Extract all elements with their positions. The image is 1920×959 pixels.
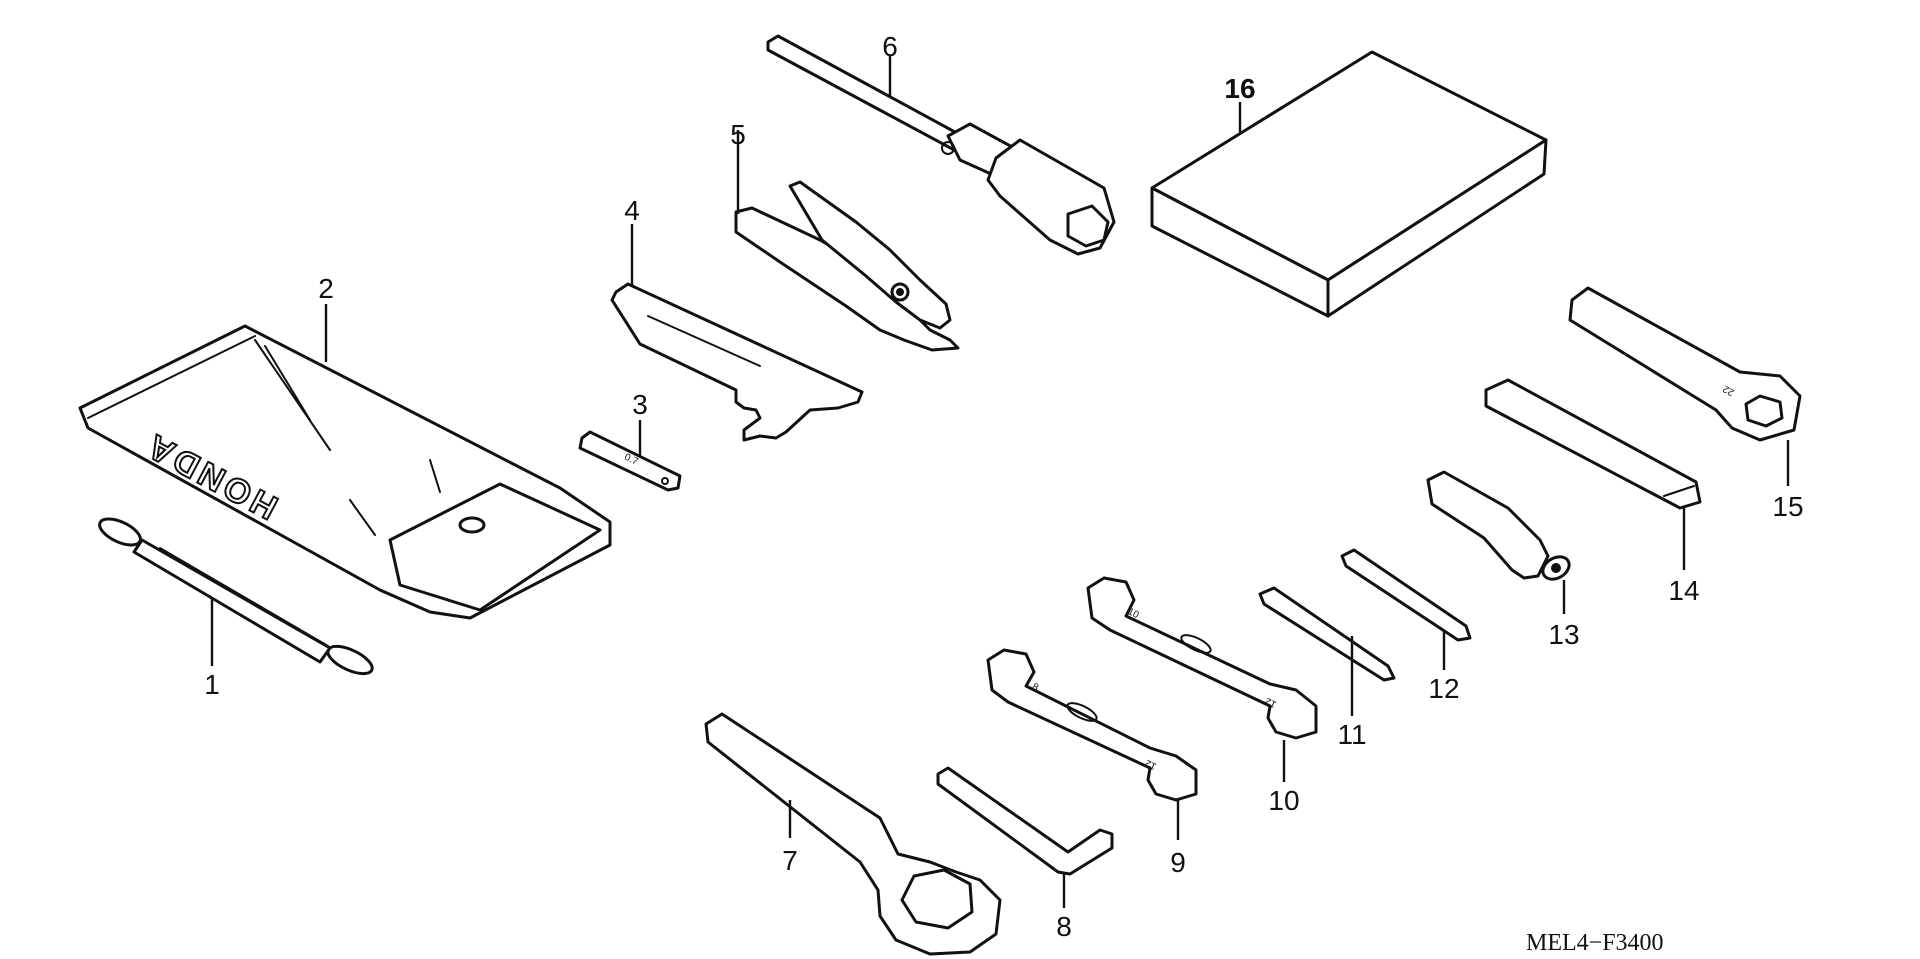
callout-8: 8 xyxy=(1056,911,1072,942)
callout-6: 6 xyxy=(882,31,898,62)
callout-1: 1 xyxy=(204,669,220,700)
callout-2: 2 xyxy=(318,273,334,304)
part-15-ring-spanner: 22 xyxy=(1568,286,1802,442)
part-6-plug-wrench xyxy=(766,34,1116,256)
part-2-tool-bag: HONDA xyxy=(78,324,612,620)
callout-11: 11 xyxy=(1337,719,1366,750)
part-14-extension-bar xyxy=(1484,378,1702,510)
part-13-screwdriver-handle xyxy=(1426,470,1571,581)
callout-16: 16 xyxy=(1224,73,1255,104)
callout-10: 10 xyxy=(1268,785,1299,816)
part-4-pin-spanner xyxy=(610,282,864,442)
part-9-open-wrench: 8 12 xyxy=(986,648,1198,802)
open-wrench-9-stamp-b: 12 xyxy=(1143,757,1158,772)
part-8-hex-key xyxy=(936,766,1114,876)
callout-15: 15 xyxy=(1772,491,1803,522)
part-3-feeler-gauge: 0.7 xyxy=(578,430,682,492)
callout-5: 5 xyxy=(730,119,746,150)
callout-12: 12 xyxy=(1428,673,1459,704)
part-5-pliers xyxy=(734,180,960,352)
open-wrench-10-stamp-a: 10 xyxy=(1126,606,1141,621)
part-10-open-wrench: 10 12 xyxy=(1086,576,1318,740)
part-16-manual xyxy=(1150,50,1548,318)
callout-4: 4 xyxy=(624,195,640,226)
callout-13: 13 xyxy=(1548,619,1579,650)
ring-spanner-stamp: 22 xyxy=(1721,382,1737,397)
callout-numbers: 1 2 3 4 5 6 7 8 9 10 11 12 13 14 15 16 xyxy=(204,31,1803,942)
open-wrench-9-stamp-a: 8 xyxy=(1030,682,1040,695)
part-11-screwdriver-bit xyxy=(1258,586,1396,682)
callout-3: 3 xyxy=(632,389,648,420)
part-7-ring-spanner xyxy=(704,712,1002,956)
callout-14: 14 xyxy=(1668,575,1699,606)
part-1-cable xyxy=(98,517,374,676)
callout-9: 9 xyxy=(1170,847,1186,878)
part-12-screwdriver-bit xyxy=(1340,548,1472,642)
feeler-gauge-stamp: 0.7 xyxy=(622,452,640,468)
leader-lines xyxy=(210,56,1790,908)
diagram-code: MEL4−F3400 xyxy=(1526,930,1664,956)
open-wrench-10-stamp-b: 12 xyxy=(1263,695,1278,710)
callout-7: 7 xyxy=(782,845,798,876)
